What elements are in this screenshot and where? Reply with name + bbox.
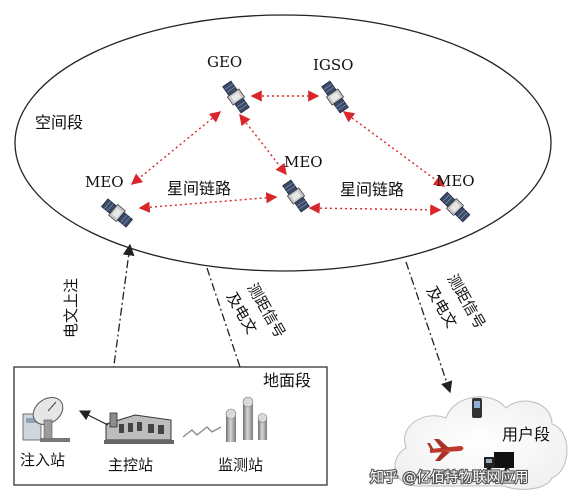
- link-igso-meo-right: [342, 111, 446, 187]
- satellite-meo-right: MEO: [436, 172, 475, 224]
- satellite-meo-left-label: MEO: [85, 173, 124, 191]
- master-station-icon: [104, 412, 174, 444]
- link-geo-meo-center: [239, 113, 287, 176]
- isl-label-right: 星间链路: [340, 180, 404, 199]
- master-to-injection-arrow: [78, 410, 109, 426]
- link-geo-meo-left: [130, 111, 222, 185]
- monitor-to-master-link: [182, 426, 222, 438]
- link-meo-center-right: [308, 202, 442, 216]
- link-meo-left-center: [138, 192, 278, 213]
- monitor-station-icon: [225, 396, 268, 442]
- monitor-station-label: 监测站: [218, 456, 263, 474]
- ranging-ground-line: [206, 267, 248, 384]
- space-segment-label: 空间段: [35, 113, 83, 132]
- inter-satellite-links: [130, 90, 446, 216]
- truck-icon: [484, 452, 514, 473]
- satellite-igso: IGSO: [313, 56, 353, 115]
- satellite-geo-label: GEO: [207, 53, 242, 71]
- isl-label-left: 星间链路: [167, 179, 231, 198]
- space-segment-ellipse: [14, 14, 552, 272]
- injection-station-icon: [22, 397, 70, 442]
- airplane-icon: [427, 439, 464, 461]
- master-station-label: 主控站: [108, 456, 153, 474]
- satellite-meo-right-label: MEO: [436, 172, 475, 190]
- satellite-igso-label: IGSO: [313, 56, 353, 74]
- watermark-text: 知乎 @亿佰特物联网应用: [370, 469, 528, 486]
- uplink-label: 电文上注: [62, 278, 80, 338]
- user-segment-cloud: [394, 396, 568, 490]
- phone-icon: [472, 398, 482, 418]
- uplink-line: [109, 243, 135, 396]
- satellite-geo: GEO: [207, 53, 252, 115]
- satellite-meo-center: MEO: [280, 153, 323, 214]
- user-segment-label: 用户段: [502, 425, 550, 444]
- injection-station-label: 注入站: [20, 451, 65, 469]
- ground-segment-label: 地面段: [263, 371, 311, 390]
- ranging-user-line: [405, 261, 453, 394]
- satellite-meo-center-label: MEO: [284, 153, 323, 171]
- satellite-meo-left: MEO: [85, 173, 135, 230]
